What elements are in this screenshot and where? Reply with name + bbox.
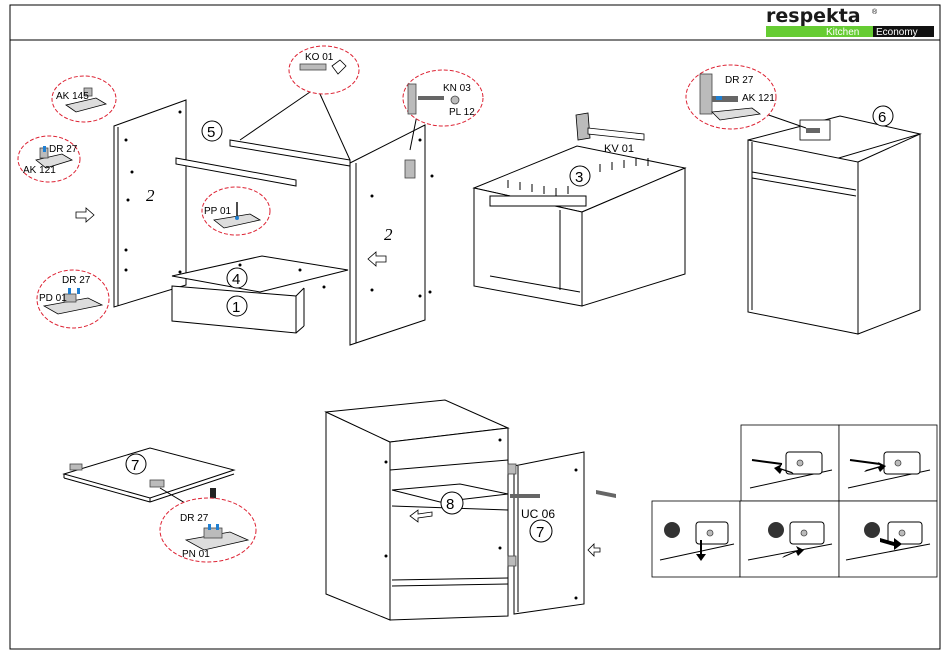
step-7-label-left: 7 [131, 457, 139, 474]
callout-ko01: KO 01 [289, 46, 359, 94]
step-4-label: 4 [232, 271, 240, 288]
label-pl12: PL 12 [449, 107, 475, 118]
label-dr27-pd: DR 27 [62, 275, 91, 286]
callout-dr27-pd01: DR 27 PD 01 [37, 270, 109, 328]
callout-dr27-ak121-left: DR 27 AK 121 [18, 136, 80, 182]
brand-economy: Economy [876, 27, 918, 38]
brand-registered: ® [872, 8, 878, 16]
label-ak121-right: AK 121 [742, 93, 775, 104]
callout-kn03-pl12: KN 03 PL 12 [403, 70, 483, 126]
label-ak145: AK 145 [56, 91, 89, 102]
top-rail-back [230, 140, 350, 166]
step-3-label: 3 [575, 169, 583, 186]
label-dr27-pn: DR 27 [180, 513, 209, 524]
back-rail [490, 196, 586, 206]
step-7-label-right: 7 [536, 524, 544, 541]
top-rail-front [176, 158, 296, 186]
step-6-drawing: 6 [748, 106, 920, 334]
callout-dr27-pn01: DR 27 PN 01 [160, 498, 256, 562]
step-6-label: 6 [878, 109, 886, 126]
arrow-left-small-icon [588, 544, 600, 556]
step-8-label: 8 [446, 496, 454, 513]
door-handle [510, 494, 540, 498]
step6-side [748, 140, 858, 334]
brand-kitchen: Kitchen [826, 27, 859, 38]
label-pn01: PN 01 [182, 549, 210, 560]
step-1-label: 1 [232, 299, 240, 316]
brand-name: respekta [766, 5, 861, 27]
label-ko01: KO 01 [305, 52, 334, 63]
hammer-icon [576, 113, 590, 140]
step-8-cabinet-drawing: 8 7 UC 06 [326, 400, 616, 620]
label-kv01: KV 01 [604, 143, 634, 155]
callout-pp01: PP 01 [202, 187, 270, 235]
step6-front-panel [858, 134, 920, 334]
arrow-right-icon [76, 208, 94, 222]
hinge-adjustment-grid [652, 425, 937, 577]
label-dr27-right: DR 27 [725, 75, 754, 86]
cabinet-interior [390, 428, 508, 620]
step-2-label-left: 2 [146, 186, 155, 205]
step-3-drawing: 3 KV 01 [474, 113, 685, 306]
bottom-panel [172, 256, 348, 292]
brand-logo: respekta ® Kitchen Economy [766, 5, 934, 38]
door-panel-flat [64, 448, 234, 498]
right-panel-label [405, 160, 415, 178]
step-2-label-right: 2 [384, 225, 393, 244]
callout-dr27-ak121-right: DR 27 AK 121 [686, 65, 776, 129]
label-kn03: KN 03 [443, 83, 471, 94]
label-dr27-left: DR 27 [49, 144, 78, 155]
callout-ak145: AK 145 [52, 76, 116, 122]
label-uc06: UC 06 [521, 507, 555, 521]
cabinet-side [326, 412, 390, 620]
label-pd01: PD 01 [39, 293, 67, 304]
label-pp01: PP 01 [204, 206, 231, 217]
step-5-label: 5 [207, 124, 215, 141]
label-ak121-left: AK 121 [23, 165, 56, 176]
